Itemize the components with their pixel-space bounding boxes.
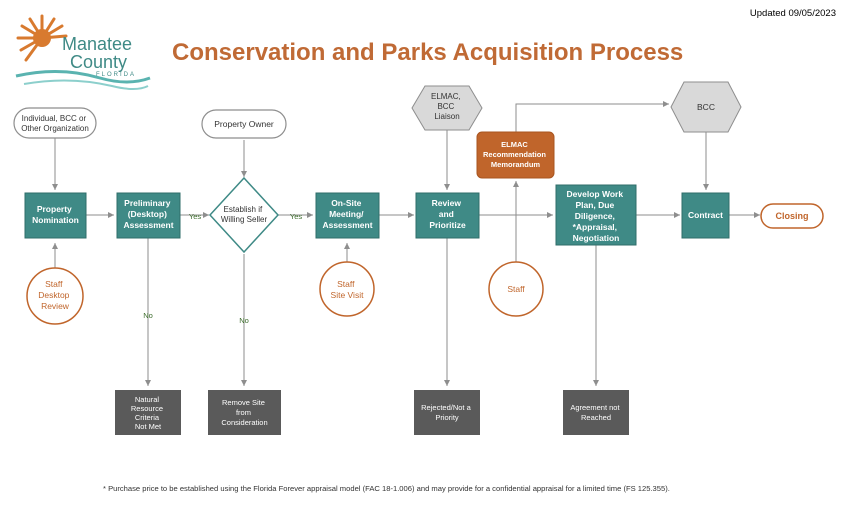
staff-desktop-node <box>26 267 84 325</box>
remove-site-label: Remove Site from Consideration <box>221 398 267 427</box>
updated-date: Updated 09/05/2023 <box>750 8 836 19</box>
elmac-liaison-label: ELMAC, BCC Liaison <box>431 92 463 121</box>
preliminary-label: Preliminary (Desktop) Assessment <box>123 198 173 230</box>
edge-label-no-2: No <box>239 316 249 325</box>
contract-label: Contract <box>688 210 723 220</box>
property-nomination-label: Property Nomination <box>32 204 79 225</box>
agreement-node <box>563 390 629 435</box>
logo-line2: County <box>70 52 127 72</box>
wave-icon <box>15 70 151 84</box>
edge-label-yes-2: Yes <box>290 212 302 221</box>
edge-label-no-1: No <box>143 311 153 320</box>
staff-label: Staff <box>507 284 525 294</box>
natural-resource-label: Natural Resource Criteria Not Met <box>131 395 165 431</box>
staff-site-label: Staff Site Visit <box>331 279 365 300</box>
review-label: Review and Prioritize <box>429 198 466 230</box>
shapes <box>13 81 824 435</box>
connectors <box>52 101 760 386</box>
remove-site-node <box>208 390 281 435</box>
individual-node <box>13 107 97 139</box>
elmac-memo-label: ELMAC Recommendation Memorandum <box>483 140 548 169</box>
sun-icon <box>16 14 68 62</box>
manatee-county-logo: Manatee County FLORIDA <box>15 14 151 90</box>
contract-node <box>681 192 730 239</box>
property-owner-label: Property Owner <box>214 119 274 129</box>
agreement-label: Agreement not Reached <box>570 403 621 422</box>
logo-line1: Manatee <box>62 34 132 54</box>
staff-node <box>488 261 544 317</box>
logo-line3: FLORIDA <box>96 72 136 78</box>
bcc-label: BCC <box>697 102 715 112</box>
onsite-node <box>315 192 380 239</box>
review-node <box>415 192 480 239</box>
elmac-memo-node <box>476 131 555 179</box>
edge-label-yes-1: Yes <box>189 212 201 221</box>
staff-desktop-label: Staff Desktop Review <box>38 279 72 311</box>
closing-label: Closing <box>776 211 809 221</box>
property-owner-node <box>201 109 287 139</box>
develop-label: Develop Work Plan, Due Diligence, *Appra… <box>567 189 626 243</box>
rejected-label: Rejected/Not a Priority <box>421 403 473 422</box>
preliminary-node <box>116 192 181 239</box>
footnote: * Purchase price to be established using… <box>103 484 670 493</box>
develop-node <box>555 184 637 246</box>
rejected-node <box>414 390 480 435</box>
elmac-liaison-node <box>411 85 483 131</box>
establish-label: Establish if Willing Seller <box>221 205 268 224</box>
property-nomination-node <box>24 192 87 239</box>
bcc-node <box>670 81 742 133</box>
closing-node <box>760 203 824 229</box>
staff-site-node <box>319 261 375 317</box>
onsite-label: On-Site Meeting/ Assessment <box>322 198 372 230</box>
individual-label: Individual, BCC or Other Organization <box>21 114 89 133</box>
page-title: Conservation and Parks Acquisition Proce… <box>172 39 683 66</box>
establish-node <box>208 176 280 254</box>
natural-resource-node <box>115 390 181 435</box>
